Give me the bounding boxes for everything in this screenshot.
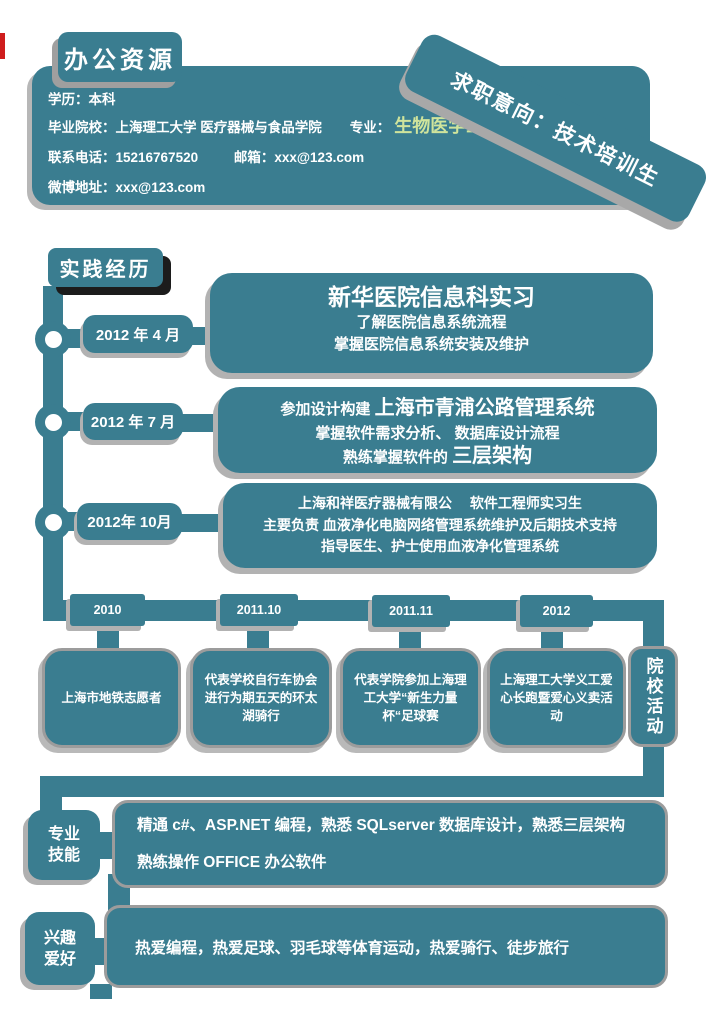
year-tag-label: 2011.11 <box>389 604 433 618</box>
practice-item-title-prefix: 参加设计构建 <box>280 401 375 418</box>
year-tag-connector <box>247 626 269 654</box>
school-value: 上海理工大学 医疗器械与食品学院 <box>115 120 322 135</box>
weibo-label: 微博地址： <box>48 180 116 195</box>
activities-side-label-box: 院校活动 <box>628 646 678 747</box>
skills-content-box: 精通 c#、ASP.NET 编程，熟悉 SQLserver 数据库设计，熟悉三层… <box>112 800 668 888</box>
year-tag-label: 2012 <box>542 604 571 618</box>
practice-section-badge-label: 实践经历 <box>59 259 152 281</box>
timeline-node <box>35 504 71 540</box>
activities-horizontal-line <box>43 600 664 621</box>
activity-card: 上海市地铁志愿者 <box>42 648 181 748</box>
practice-item-title: 新华医院信息科实习 <box>328 284 535 310</box>
connector-horizontal-line <box>40 776 664 797</box>
date-badge: 2012 年 4 月 <box>83 315 193 353</box>
email-label: 邮箱： <box>233 150 275 165</box>
year-tag-label: 2011.10 <box>236 603 282 617</box>
practice-item-title-main: 上海市青浦公路管理系统 <box>374 397 595 419</box>
activities-side-label: 院校活动 <box>643 656 663 737</box>
date-badge: 2012 年 7 月 <box>83 403 183 440</box>
weibo-value: xxx@123.com <box>115 180 206 195</box>
practice-item-line: 了解医院信息系统流程 <box>356 314 507 331</box>
practice-item-card: 参加设计构建 上海市青浦公路管理系统 掌握软件需求分析、 数据库设计流程 熟练掌… <box>218 387 657 473</box>
timeline-node-hole <box>44 413 62 431</box>
profile-section-badge: 办公资源 <box>58 32 182 82</box>
year-tag-label: 2010 <box>93 603 122 617</box>
date-badge-label: 2012 年 4 月 <box>95 326 181 344</box>
year-tag: 2011.11 <box>372 595 450 627</box>
connector-bottom-stub <box>90 984 112 999</box>
box-connector <box>190 327 216 345</box>
practice-item-line: 指导医生、护士使用血液净化管理系统 <box>321 538 559 554</box>
school-line: 毕业院校：上海理工大学 医疗器械与食品学院 专业：生物医学工程 <box>48 112 502 138</box>
practice-section-badge: 实践经历 <box>48 248 163 287</box>
practice-item-card: 新华医院信息科实习 了解医院信息系统流程 掌握医院信息系统安装及维护 <box>210 273 653 373</box>
timeline-node <box>35 404 71 440</box>
weibo-line: 微博地址：xxx@123.com <box>48 176 205 196</box>
year-tag: 2011.10 <box>220 594 298 626</box>
education-label: 学历： <box>48 92 89 107</box>
activity-card-text: 上海理工大学义工爱心长跑暨爱心义卖活动 <box>500 673 613 723</box>
year-tag: 2010 <box>70 594 145 626</box>
school-label: 毕业院校： <box>48 120 116 135</box>
skills-label-box: 专业 技能 <box>28 810 100 880</box>
interests-text: 热爱编程，热爱足球、羽毛球等体育运动，热爱骑行、徒步旅行 <box>135 940 570 957</box>
interests-label-box: 兴趣 爱好 <box>25 912 95 985</box>
year-tag-connector <box>541 627 563 654</box>
activity-card-text: 代表学校自行车协会进行为期五天的环太湖骑行 <box>204 673 318 723</box>
practice-item-line: 掌握软件需求分析、 数据库设计流程 <box>315 425 560 442</box>
practice-item-line-em: 三层架构 <box>452 445 533 467</box>
skills-paragraph-clipped: 熟练操作 OFFICE 办公软件 <box>137 854 327 871</box>
activity-card: 代表学院参加上海理工大学“新生力量杯“足球赛 <box>340 648 481 748</box>
skills-connector <box>100 832 114 859</box>
interests-label-line: 兴趣 <box>43 929 76 947</box>
box-connector <box>180 414 224 432</box>
activity-card-text: 代表学院参加上海理工大学“新生力量杯“足球赛 <box>354 673 467 723</box>
date-badge-label: 2012 年 7 月 <box>90 414 176 431</box>
connector-left-leg <box>40 790 62 816</box>
interests-content-box: 热爱编程，热爱足球、羽毛球等体育运动，热爱骑行、徒步旅行 <box>104 905 668 988</box>
date-badge-label: 2012年 10月 <box>87 514 172 531</box>
practice-item-line: 上海和祥医疗器械有限公 软件工程师实习生 <box>298 495 582 511</box>
date-badge: 2012年 10月 <box>77 503 182 540</box>
activity-card: 上海理工大学义工爱心长跑暨爱心义卖活动 <box>487 648 626 748</box>
activity-card: 代表学校自行车协会进行为期五天的环太湖骑行 <box>190 648 332 748</box>
timeline-node-hole <box>44 513 62 531</box>
practice-item-line: 掌握医院信息系统安装及维护 <box>333 336 529 353</box>
education-line: 学历：本科 <box>48 88 116 108</box>
profile-section-badge-label: 办公资源 <box>64 46 176 74</box>
red-corner-mark <box>0 33 5 59</box>
practice-item-card: 上海和祥医疗器械有限公 软件工程师实习生 主要负责 血液净化电脑网络管理系统维护… <box>223 483 657 568</box>
skills-paragraph: 精通 c#、ASP.NET 编程，熟悉 SQLserver 数据库设计，熟悉三层… <box>137 817 626 834</box>
phone-line: 联系电话：15216767520 邮箱：xxx@123.com <box>48 146 364 166</box>
practice-item-line-prefix: 熟练掌握软件的 <box>342 449 453 466</box>
activity-card-text: 上海市地铁志愿者 <box>61 691 162 705</box>
year-tag-connector <box>399 627 421 654</box>
major-label: 专业： <box>349 120 391 135</box>
email-value: xxx@123.com <box>274 150 365 165</box>
timeline-node <box>35 321 71 357</box>
year-tag: 2012 <box>520 595 593 627</box>
phone-label: 联系电话： <box>48 150 116 165</box>
practice-item-line: 主要负责 血液净化电脑网络管理系统维护及后期技术支持 <box>263 516 617 533</box>
year-tag-connector <box>97 626 119 654</box>
education-value: 本科 <box>88 92 116 107</box>
practice-item-title: 参加设计构建 上海市青浦公路管理系统 <box>218 395 657 423</box>
interests-label-line: 爱好 <box>43 950 76 968</box>
skills-label-line: 专业 <box>47 826 80 843</box>
phone-value: 15216767520 <box>115 150 199 165</box>
skills-label-line: 技能 <box>47 847 80 864</box>
box-connector <box>180 514 228 532</box>
timeline-node-hole <box>44 330 62 348</box>
practice-item-line: 熟练掌握软件的 三层架构 <box>218 445 657 469</box>
